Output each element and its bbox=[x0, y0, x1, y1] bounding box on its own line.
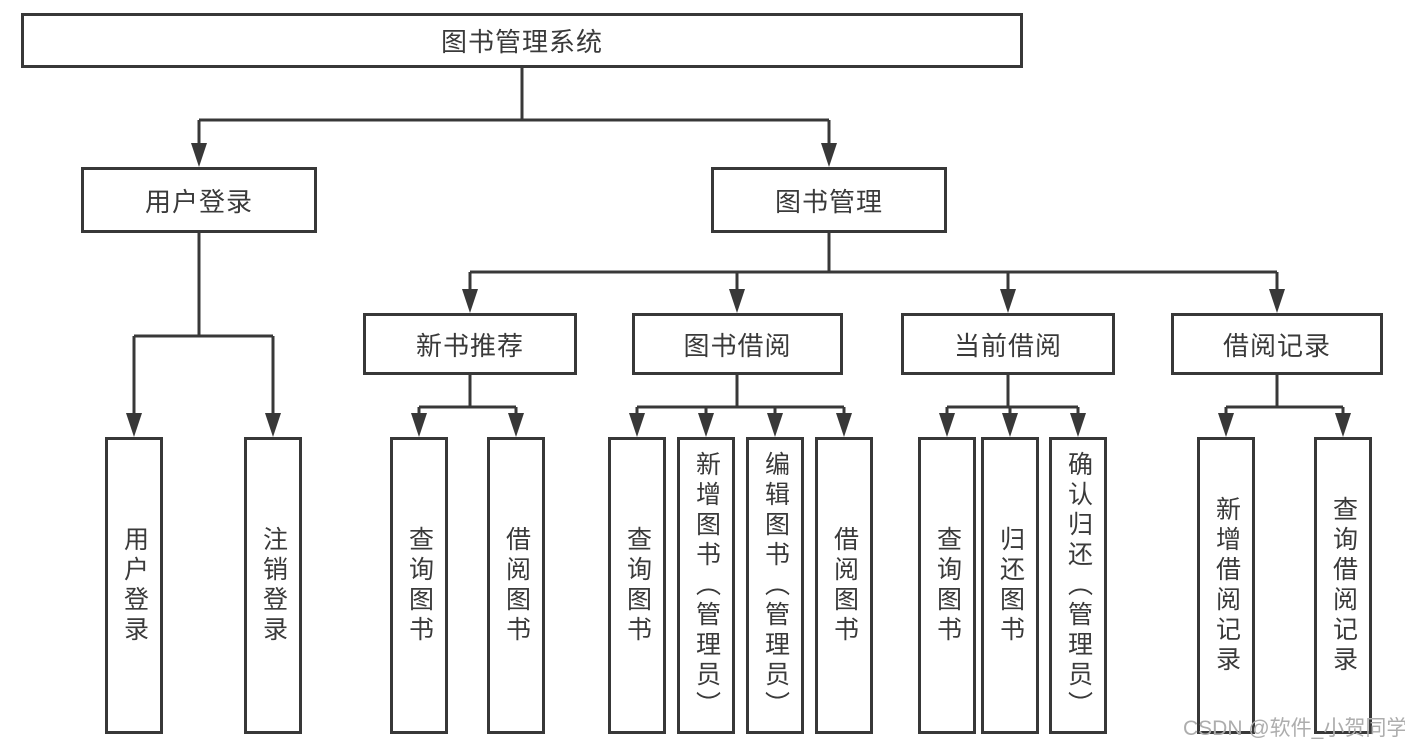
node-book-management-label: 图书管理 bbox=[774, 186, 883, 217]
watermark: CSDN @软件_小贺同学 bbox=[1183, 717, 1405, 740]
node-current-borrow: 当前借阅 bbox=[901, 313, 1115, 375]
leaf-records-query-record: 查询借阅记录 bbox=[1314, 437, 1372, 734]
leaf-recommend-query-books: 查询图书 bbox=[390, 437, 448, 734]
node-library-management-system-label: 图书管理系统 bbox=[440, 27, 603, 57]
leaf-current-query-books: 查询图书 bbox=[918, 437, 976, 734]
leaf-current-confirm-return-admin-label: 确认归还（管理员） bbox=[1064, 450, 1093, 721]
leaf-logout: 注销登录 bbox=[244, 437, 302, 734]
leaf-user-login-label: 用户登录 bbox=[120, 525, 149, 646]
node-current-borrow-label: 当前借阅 bbox=[953, 330, 1062, 361]
leaf-borrow-borrow-books-label: 借阅图书 bbox=[830, 525, 859, 646]
leaf-borrow-edit-books-admin-label: 编辑图书（管理员） bbox=[761, 450, 790, 721]
leaf-current-return-books-label: 归还图书 bbox=[996, 525, 1025, 646]
leaf-logout-label: 注销登录 bbox=[259, 525, 288, 646]
leaf-borrow-add-books-admin: 新增图书（管理员） bbox=[677, 437, 735, 734]
arrowheads bbox=[126, 143, 1351, 437]
node-borrow-records-label: 借阅记录 bbox=[1222, 330, 1331, 361]
node-user-login: 用户登录 bbox=[81, 167, 317, 233]
node-user-login-label: 用户登录 bbox=[144, 186, 253, 217]
node-new-book-recommend-label: 新书推荐 bbox=[415, 330, 524, 361]
node-book-management: 图书管理 bbox=[711, 167, 947, 233]
leaf-recommend-borrow-books: 借阅图书 bbox=[487, 437, 545, 734]
leaf-records-query-record-label: 查询借阅记录 bbox=[1329, 495, 1358, 676]
leaf-borrow-borrow-books: 借阅图书 bbox=[815, 437, 873, 734]
leaf-current-return-books: 归还图书 bbox=[981, 437, 1039, 734]
leaf-recommend-borrow-books-label: 借阅图书 bbox=[502, 525, 531, 646]
leaf-borrow-query-books-label: 查询图书 bbox=[623, 525, 652, 646]
node-book-borrow: 图书借阅 bbox=[632, 313, 843, 375]
node-book-borrow-label: 图书借阅 bbox=[683, 330, 792, 361]
node-borrow-records: 借阅记录 bbox=[1171, 313, 1383, 375]
leaf-records-add-record-label: 新增借阅记录 bbox=[1212, 495, 1241, 676]
node-new-book-recommend: 新书推荐 bbox=[363, 313, 577, 375]
leaf-recommend-query-books-label: 查询图书 bbox=[405, 525, 434, 646]
node-library-management-system: 图书管理系统 bbox=[21, 13, 1023, 68]
connector-lines bbox=[132, 68, 1345, 416]
leaf-borrow-add-books-admin-label: 新增图书（管理员） bbox=[692, 450, 721, 721]
leaf-borrow-edit-books-admin: 编辑图书（管理员） bbox=[746, 437, 804, 734]
leaf-current-confirm-return-admin: 确认归还（管理员） bbox=[1049, 437, 1107, 734]
leaf-borrow-query-books: 查询图书 bbox=[608, 437, 666, 734]
leaf-user-login: 用户登录 bbox=[105, 437, 163, 734]
leaf-current-query-books-label: 查询图书 bbox=[933, 525, 962, 646]
leaf-records-add-record: 新增借阅记录 bbox=[1197, 437, 1255, 734]
